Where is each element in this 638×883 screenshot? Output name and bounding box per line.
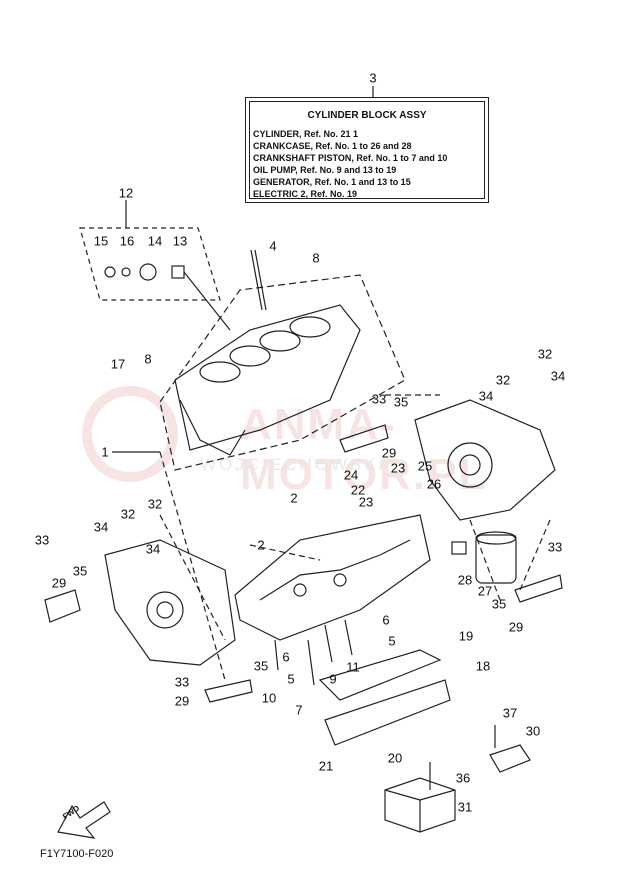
callout-34: 34 bbox=[145, 541, 161, 557]
callout-20: 20 bbox=[387, 750, 403, 766]
callout-33: 33 bbox=[547, 539, 563, 555]
callout-21: 21 bbox=[318, 758, 334, 774]
callout-9: 9 bbox=[329, 671, 337, 687]
callout-36: 36 bbox=[455, 770, 471, 786]
callout-18: 18 bbox=[475, 658, 491, 674]
callout-29: 29 bbox=[508, 619, 524, 635]
assembly-line: GENERATOR, Ref. No. 1 and 13 to 15 bbox=[253, 177, 411, 187]
callout-31: 31 bbox=[457, 799, 473, 815]
callout-19: 19 bbox=[458, 628, 474, 644]
callout-35: 35 bbox=[72, 563, 88, 579]
callout-32: 32 bbox=[495, 372, 511, 388]
callout-32: 32 bbox=[147, 496, 163, 512]
assembly-info-box: CYLINDER BLOCK ASSY CYLINDER, Ref. No. 2… bbox=[245, 97, 489, 203]
callout-33: 33 bbox=[34, 532, 50, 548]
callout-29: 29 bbox=[174, 693, 190, 709]
callout-2: 2 bbox=[257, 537, 265, 553]
callout-26: 26 bbox=[426, 476, 442, 492]
callout-10: 10 bbox=[261, 690, 277, 706]
callout-16: 16 bbox=[119, 233, 135, 249]
callout-34: 34 bbox=[550, 368, 566, 384]
callout-34: 34 bbox=[478, 388, 494, 404]
callout-23: 23 bbox=[358, 494, 374, 510]
callout-35: 35 bbox=[491, 596, 507, 612]
callout-6: 6 bbox=[282, 649, 290, 665]
callout-23: 23 bbox=[390, 460, 406, 476]
callout-37: 37 bbox=[502, 705, 518, 721]
callout-2: 2 bbox=[290, 490, 298, 506]
callout-14: 14 bbox=[147, 233, 163, 249]
callout-33: 33 bbox=[174, 674, 190, 690]
callout-17: 17 bbox=[110, 356, 126, 372]
callout-15: 15 bbox=[93, 233, 109, 249]
callout-29: 29 bbox=[381, 445, 397, 461]
callout-25: 25 bbox=[417, 458, 433, 474]
callout-13: 13 bbox=[172, 233, 188, 249]
callout-34: 34 bbox=[93, 519, 109, 535]
callout-32: 32 bbox=[120, 506, 136, 522]
callout-35: 35 bbox=[393, 394, 409, 410]
callout-32: 32 bbox=[537, 346, 553, 362]
diagram-code: F1Y7100-F020 bbox=[40, 848, 114, 860]
callout-3: 3 bbox=[369, 70, 377, 86]
callout-5: 5 bbox=[287, 671, 295, 687]
callout-30: 30 bbox=[525, 723, 541, 739]
callout-24: 24 bbox=[343, 467, 359, 483]
assembly-line: CYLINDER, Ref. No. 21 1 bbox=[253, 129, 359, 139]
callout-12: 12 bbox=[118, 185, 134, 201]
callout-33: 33 bbox=[371, 391, 387, 407]
assembly-title: CYLINDER BLOCK ASSY bbox=[307, 110, 427, 121]
callout-8: 8 bbox=[312, 250, 320, 266]
callout-8: 8 bbox=[144, 351, 152, 367]
callout-4: 4 bbox=[269, 238, 277, 254]
callout-1: 1 bbox=[101, 444, 109, 460]
callout-11: 11 bbox=[346, 659, 360, 675]
assembly-line: OIL PUMP, Ref. No. 9 and 13 to 19 bbox=[253, 165, 397, 175]
assembly-line: ELECTRIC 2, Ref. No. 19 bbox=[253, 189, 358, 199]
callout-7: 7 bbox=[295, 702, 303, 718]
callout-29: 29 bbox=[51, 575, 67, 591]
callout-22: 22 bbox=[350, 482, 366, 498]
assembly-line: CRANKSHAFT PISTON, Ref. No. 1 to 7 and 1… bbox=[253, 153, 448, 163]
assembly-line: CRANKCASE, Ref. No. 1 to 26 and 28 bbox=[253, 141, 412, 151]
callout-6: 6 bbox=[382, 612, 390, 628]
callout-28: 28 bbox=[457, 572, 473, 588]
assembly-info-inner-border bbox=[249, 101, 485, 199]
callout-5: 5 bbox=[388, 633, 396, 649]
callout-27: 27 bbox=[477, 583, 493, 599]
callout-35: 35 bbox=[253, 658, 269, 674]
